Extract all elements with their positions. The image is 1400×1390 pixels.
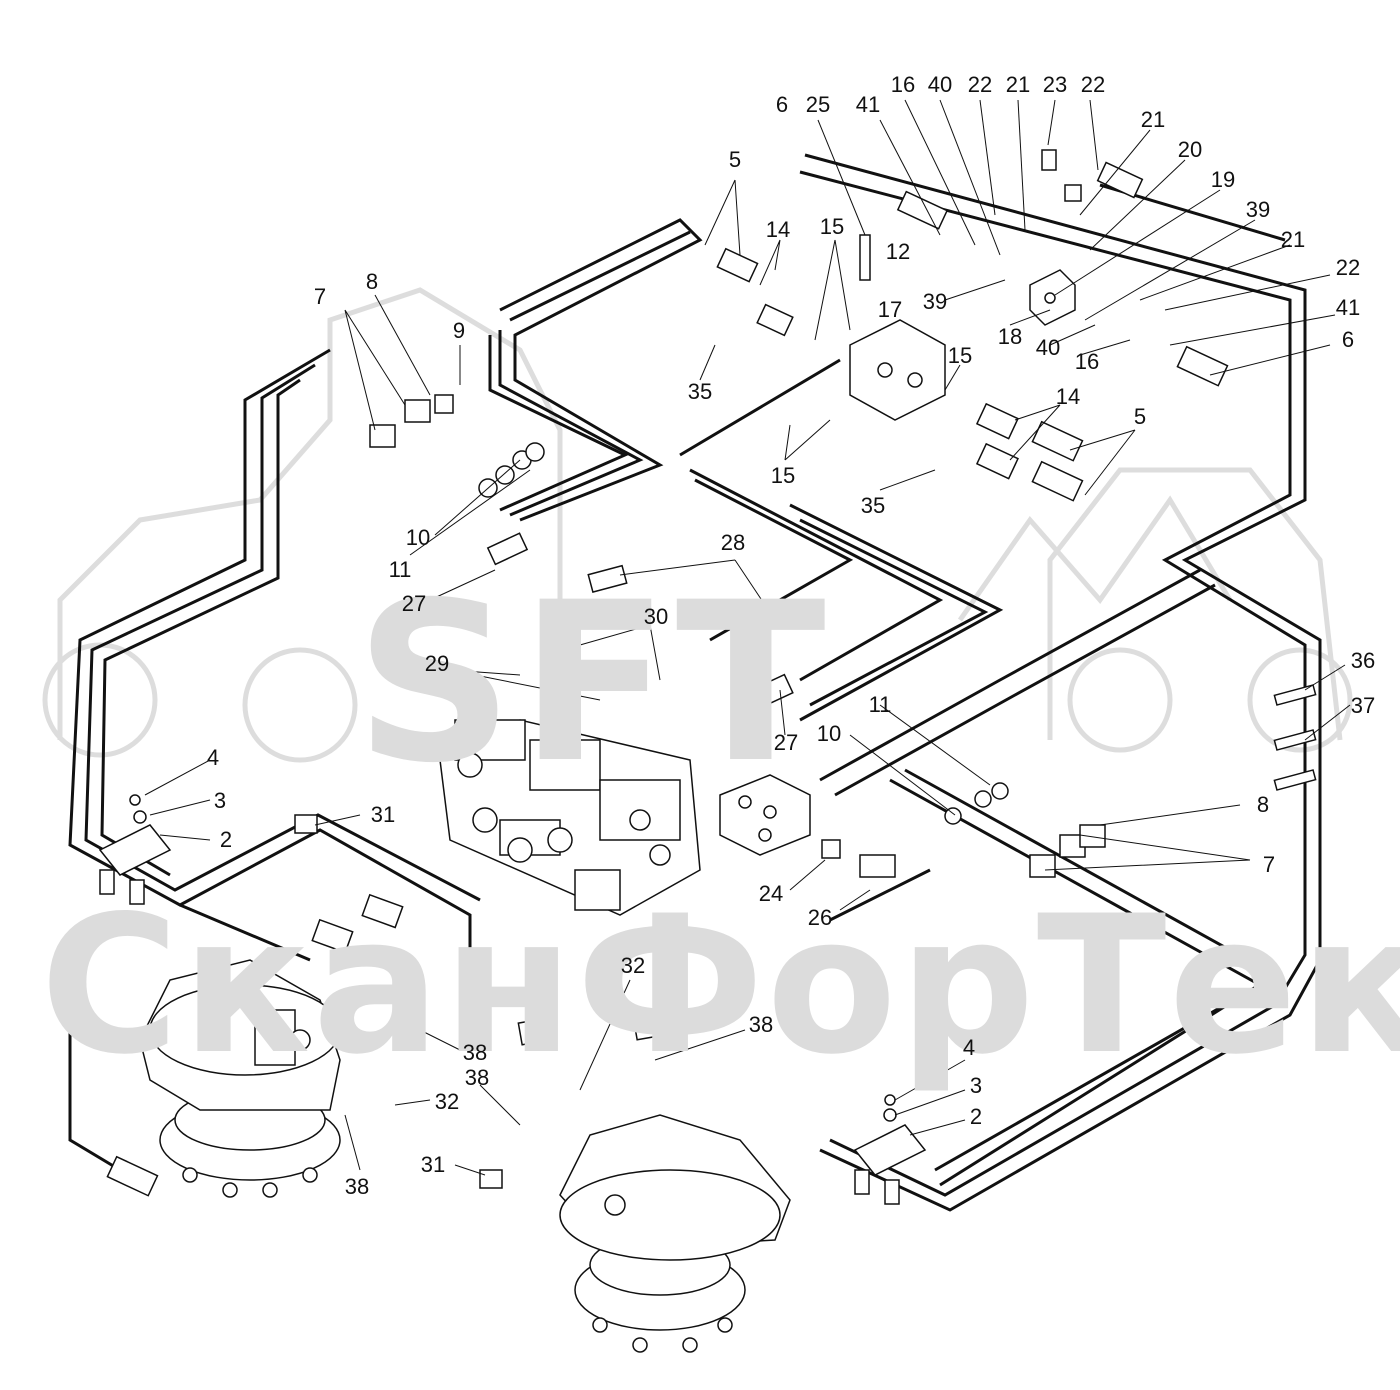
callout-17: 17 bbox=[877, 297, 903, 322]
callout-27-mid: 27 bbox=[773, 730, 799, 755]
callout-22-top-a: 22 bbox=[967, 72, 993, 97]
callout-36: 36 bbox=[1350, 648, 1376, 673]
callout-41-r: 41 bbox=[1335, 295, 1361, 320]
callout-30: 30 bbox=[643, 604, 669, 629]
leader-lines bbox=[144, 99, 1351, 1176]
callout-21-r2: 21 bbox=[1280, 227, 1306, 252]
callout-16-mid: 16 bbox=[1074, 349, 1100, 374]
pipe-runs bbox=[68, 153, 1322, 1212]
callout-15-top: 15 bbox=[819, 214, 845, 239]
callout-8-r: 8 bbox=[1256, 792, 1270, 817]
callout-28: 28 bbox=[720, 530, 746, 555]
callout-3-l: 3 bbox=[213, 788, 227, 813]
callout-21-top: 21 bbox=[1005, 72, 1031, 97]
callout-21-r1: 21 bbox=[1140, 107, 1166, 132]
callout-19: 19 bbox=[1210, 167, 1236, 192]
fittings bbox=[106, 149, 1317, 1197]
callout-35-top: 35 bbox=[687, 379, 713, 404]
callout-26: 26 bbox=[807, 905, 833, 930]
clamp-bracket-left bbox=[98, 824, 172, 905]
callout-10-top: 10 bbox=[405, 525, 431, 550]
callout-11-mid: 11 bbox=[868, 692, 892, 717]
callout-7-top: 7 bbox=[313, 284, 327, 309]
callout-23: 23 bbox=[1042, 72, 1068, 97]
callout-39-mid: 39 bbox=[922, 289, 948, 314]
callout-27-top: 27 bbox=[401, 591, 427, 616]
callout-2-l: 2 bbox=[219, 827, 233, 852]
watermark-logo: SFT bbox=[355, 555, 832, 811]
callout-14-mid: 14 bbox=[1055, 384, 1081, 409]
watermark-machine-outline bbox=[42, 287, 1353, 763]
callout-16-top: 16 bbox=[890, 72, 916, 97]
callout-14-top: 14 bbox=[765, 217, 791, 242]
callout-11-top: 11 bbox=[388, 557, 412, 582]
callout-6-top: 6 bbox=[775, 92, 789, 117]
callout-35-mid: 35 bbox=[860, 493, 886, 518]
callout-31-bot: 31 bbox=[420, 1152, 446, 1177]
callout-38-bl: 38 bbox=[344, 1174, 370, 1199]
callout-2-r: 2 bbox=[969, 1104, 983, 1129]
callout-15-mid-r: 15 bbox=[947, 343, 973, 368]
callout-40-mid: 40 bbox=[1035, 335, 1061, 360]
callout-31-top: 31 bbox=[370, 802, 396, 827]
callout-32-l: 32 bbox=[434, 1089, 460, 1114]
callout-10-mid: 10 bbox=[816, 721, 842, 746]
manifold-block-lower bbox=[719, 774, 811, 856]
callout-39-r: 39 bbox=[1245, 197, 1271, 222]
callout-5-top: 5 bbox=[728, 147, 742, 172]
callout-6-r: 6 bbox=[1341, 327, 1355, 352]
callout-25: 25 bbox=[805, 92, 831, 117]
callout-8-top: 8 bbox=[365, 269, 379, 294]
watermark-company: СканФорТек bbox=[40, 875, 1400, 1096]
callout-15-mid-l: 15 bbox=[770, 463, 796, 488]
callout-38-l: 38 bbox=[462, 1040, 488, 1065]
drive-motor-left bbox=[139, 959, 341, 1198]
callout-3-r: 3 bbox=[969, 1073, 983, 1098]
drive-motor-right bbox=[559, 1114, 791, 1353]
clamp-bracket-right bbox=[853, 1124, 927, 1205]
callout-24: 24 bbox=[758, 881, 784, 906]
callout-40-top: 40 bbox=[927, 72, 953, 97]
callout-4-l: 4 bbox=[206, 745, 220, 770]
callout-5-mid: 5 bbox=[1133, 404, 1147, 429]
callout-37: 37 bbox=[1350, 693, 1376, 718]
callout-20: 20 bbox=[1177, 137, 1203, 162]
callout-22-top-b: 22 bbox=[1080, 72, 1106, 97]
callout-22-r: 22 bbox=[1335, 255, 1361, 280]
callout-7-r: 7 bbox=[1262, 852, 1276, 877]
callout-18: 18 bbox=[997, 324, 1023, 349]
manifold-block-upper bbox=[849, 319, 946, 421]
callout-4-r: 4 bbox=[962, 1035, 976, 1060]
callout-41-top: 41 bbox=[855, 92, 881, 117]
control-valve-bank bbox=[439, 719, 701, 916]
callout-29: 29 bbox=[424, 651, 450, 676]
callout-9: 9 bbox=[452, 318, 466, 343]
manifold-block-top-right bbox=[1029, 269, 1076, 326]
callout-12: 12 bbox=[885, 239, 911, 264]
callout-38-ml: 38 bbox=[464, 1065, 490, 1090]
callout-38-mid: 38 bbox=[748, 1012, 774, 1037]
callout-32-mid: 32 bbox=[620, 953, 646, 978]
